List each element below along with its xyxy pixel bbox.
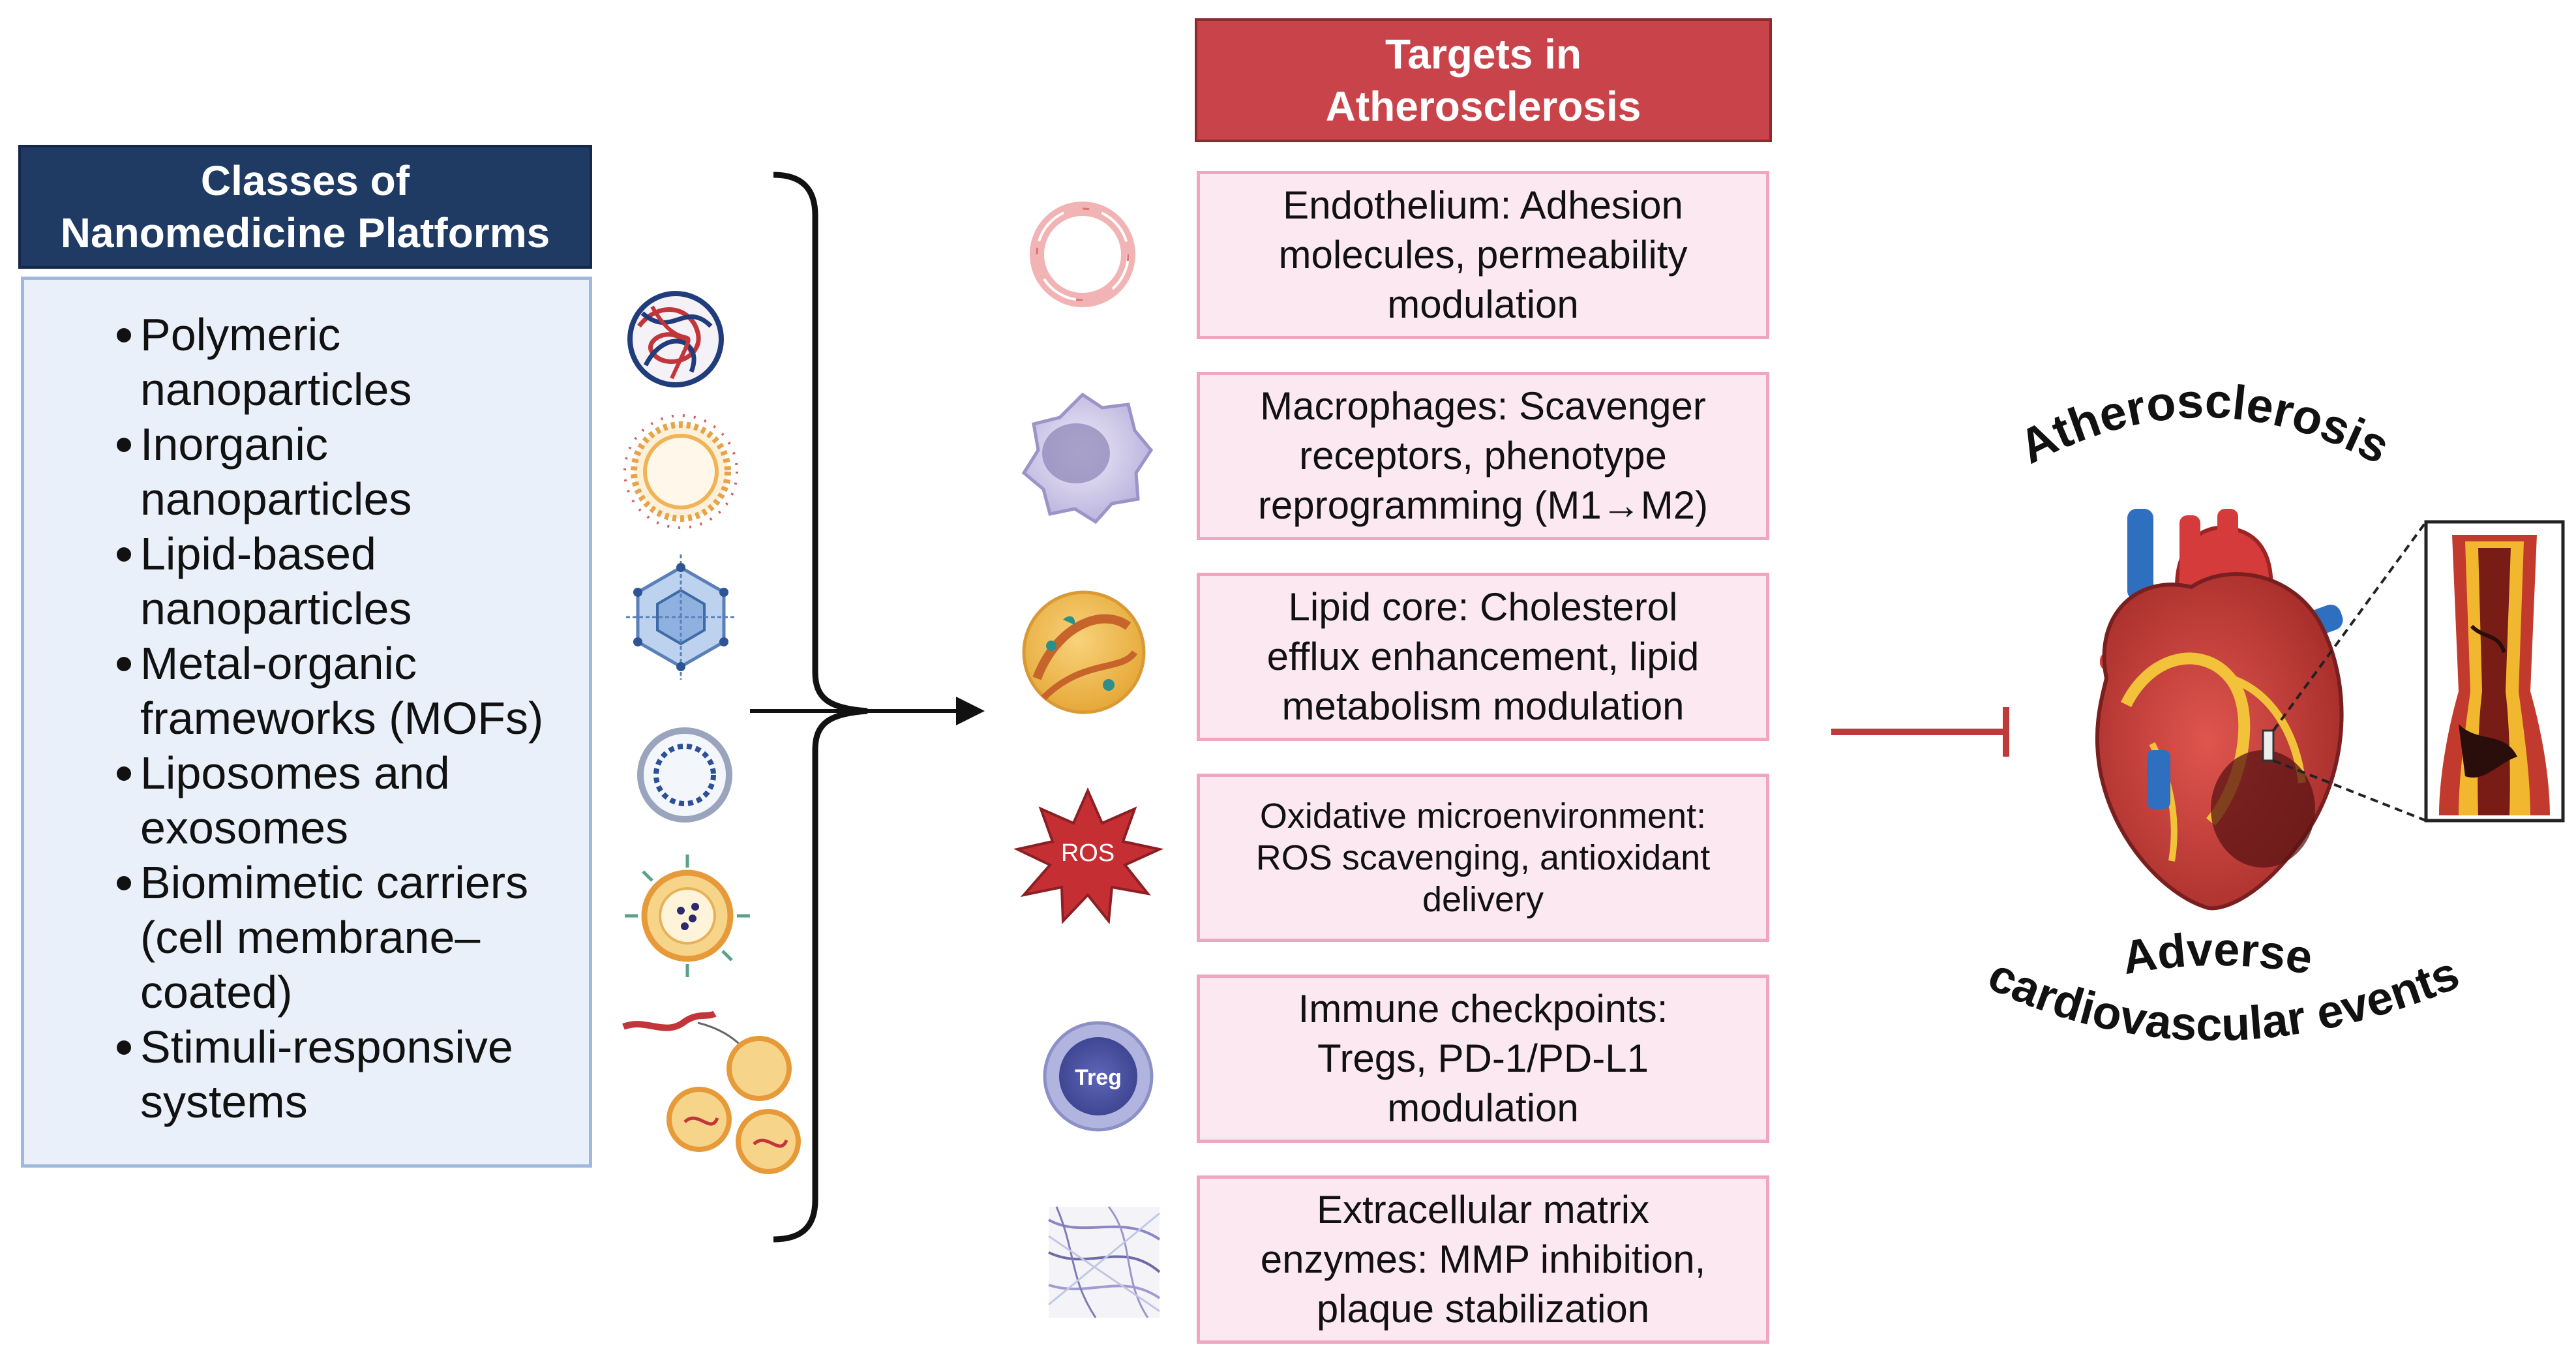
list-item-line: frameworks (MOFs) <box>140 693 544 744</box>
list-item-line: Biomimetic carriers <box>140 857 529 908</box>
list-item-line: (cell membrane– <box>140 912 481 963</box>
list-item: Biomimetic carriers (cell membrane– coat… <box>63 855 597 1020</box>
list-item-line: exosomes <box>140 802 349 853</box>
targets-header: Targets in Atherosclerosis <box>1195 18 1772 142</box>
target-line: Oxidative microenvironment: <box>1259 796 1707 836</box>
exosome-icon <box>625 855 750 977</box>
lipid-core-icon <box>1022 590 1146 714</box>
list-item-line: nanoparticles <box>140 583 412 634</box>
polymeric-nanoparticle-icon <box>627 291 724 387</box>
platforms-header-line2: Nanomedicine Platforms <box>60 209 550 256</box>
zoom-connector <box>2272 521 2427 822</box>
list-item-line: Lipid-based <box>140 528 376 579</box>
artery-plaque-icon <box>2424 520 2565 823</box>
platforms-list: Polymeric nanoparticles Inorganic nanopa… <box>63 307 597 1129</box>
target-line: enzymes: MMP inhibition, <box>1260 1237 1706 1281</box>
target-line: delivery <box>1422 880 1544 919</box>
list-item: Stimuli-responsive systems <box>63 1020 597 1129</box>
targets-header-line1: Targets in <box>1385 31 1582 78</box>
flow-arrow <box>750 697 985 725</box>
target-line: Immune checkpoints: <box>1298 987 1668 1031</box>
list-item-line: Liposomes and <box>140 748 450 798</box>
target-line: reprogramming (M1→M2) <box>1257 483 1709 527</box>
targets-header-line2: Atherosclerosis <box>1325 83 1641 130</box>
list-item: Metal-organic frameworks (MOFs) <box>63 636 597 746</box>
list-item-line: coated) <box>140 967 293 1018</box>
endothelium-icon <box>1030 202 1135 307</box>
target-ecm-box: Extracellular matrix enzymes: MMP inhibi… <box>1197 1175 1769 1344</box>
platforms-header-line1: Classes of <box>200 157 410 204</box>
heart-icon <box>2095 509 2344 911</box>
ros-icon: ROS <box>1013 787 1164 925</box>
target-line: metabolism modulation <box>1281 684 1685 728</box>
target-line: receptors, phenotype <box>1299 434 1667 477</box>
target-line: Macrophages: Scavenger <box>1260 384 1706 428</box>
mof-icon <box>626 554 736 680</box>
target-oxidative-box: Oxidative microenvironment: ROS scavengi… <box>1197 774 1769 942</box>
target-line: modulation <box>1387 282 1579 326</box>
list-item-line: systems <box>140 1076 308 1127</box>
target-line: Tregs, PD-1/PD-L1 <box>1317 1037 1649 1080</box>
target-immune-box: Immune checkpoints: Tregs, PD-1/PD-L1 mo… <box>1197 975 1769 1143</box>
treg-icon: Treg <box>1043 1021 1154 1132</box>
target-endothelium-box: Endothelium: Adhesion molecules, permeab… <box>1197 171 1769 339</box>
inorganic-nanoparticle-icon <box>623 414 738 529</box>
list-item: Liposomes and exosomes <box>63 746 597 855</box>
list-item: Polymeric nanoparticles <box>63 307 597 417</box>
list-item-line: Inorganic <box>140 419 328 470</box>
platforms-header: Classes of Nanomedicine Platforms <box>18 145 592 269</box>
target-macrophages-box: Macrophages: Scavenger receptors, phenot… <box>1197 372 1769 540</box>
ros-label: ROS <box>1061 840 1115 867</box>
target-line: molecules, permeability <box>1278 233 1688 277</box>
macrophage-icon <box>1021 392 1154 524</box>
target-line: Endothelium: Adhesion <box>1283 183 1683 227</box>
list-item-line: Metal-organic <box>140 638 417 689</box>
liposome-icon <box>637 727 732 823</box>
list-item-line: nanoparticles <box>140 364 412 415</box>
target-line: Lipid core: Cholesterol <box>1288 585 1678 629</box>
target-line: Extracellular matrix <box>1316 1188 1650 1232</box>
list-item: Lipid-based nanoparticles <box>63 526 597 636</box>
target-line: ROS scavenging, antioxidant <box>1255 838 1711 877</box>
target-lipid-core-box: Lipid core: Cholesterol efflux enhanceme… <box>1197 573 1769 741</box>
atherosclerosis-label: Atherosclerosis <box>2011 374 2399 474</box>
treg-label: Treg <box>1075 1065 1122 1090</box>
list-item-line: nanoparticles <box>140 474 412 524</box>
ecm-icon <box>1048 1206 1161 1318</box>
adverse-label: Adverse <box>2119 924 2316 985</box>
list-item: Inorganic nanoparticles <box>63 417 597 526</box>
target-line: efflux enhancement, lipid <box>1266 635 1700 678</box>
inhibition-symbol <box>1831 707 2009 757</box>
target-line: modulation <box>1387 1086 1579 1130</box>
list-item-line: Stimuli-responsive <box>140 1021 513 1072</box>
target-line: plaque stabilization <box>1316 1287 1650 1331</box>
platforms-list-panel: Polymeric nanoparticles Inorganic nanopa… <box>21 277 592 1168</box>
stimuli-responsive-icon <box>622 1010 801 1174</box>
list-item-line: Polymeric <box>140 309 341 360</box>
